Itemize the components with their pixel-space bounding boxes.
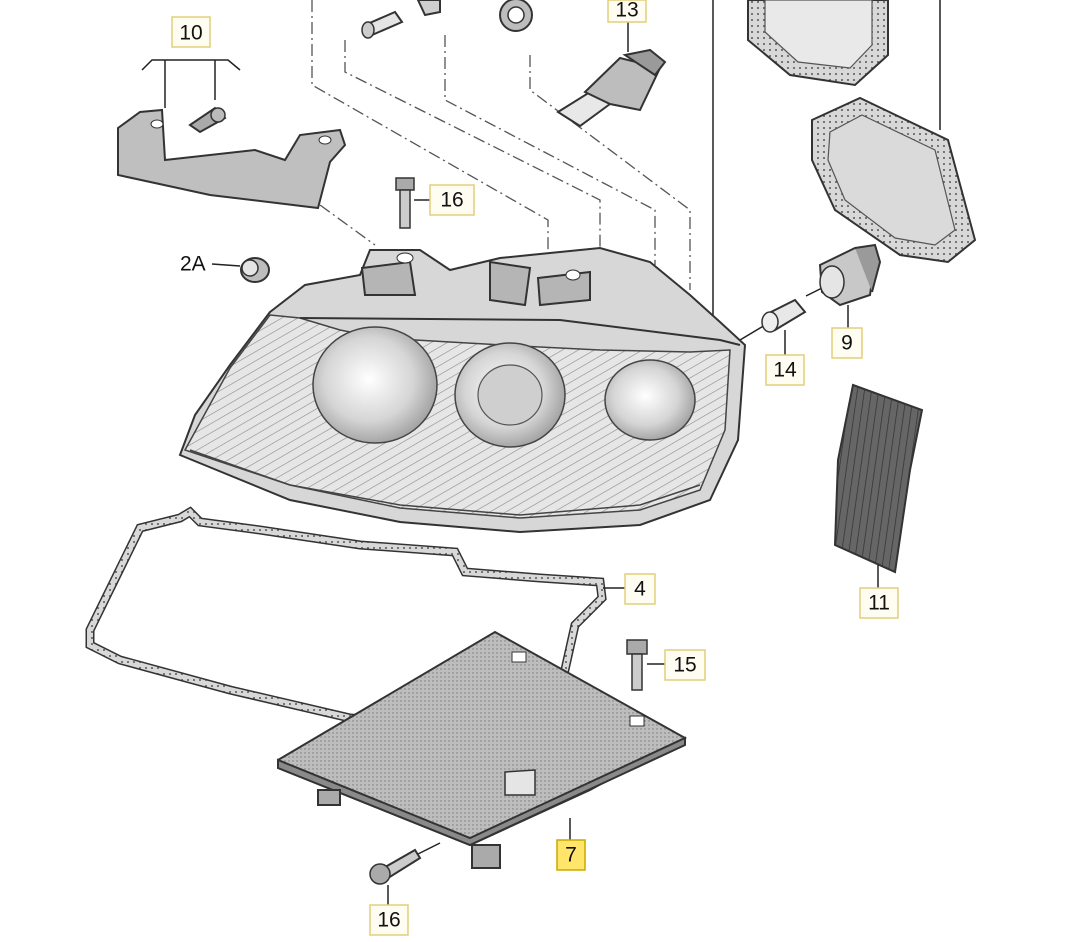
mounting-bracket [117, 106, 347, 210]
seal-gasket [85, 506, 607, 730]
cover-plate [277, 630, 688, 869]
trim-cover [833, 383, 924, 574]
svg-text:14: 14 [773, 359, 797, 382]
callout-9: 9 [831, 327, 863, 359]
halogen-bulb [556, 48, 667, 128]
bolt-top [395, 177, 415, 229]
top-bulbs [361, 0, 533, 39]
svg-text:10: 10 [179, 22, 202, 45]
bolt-15 [626, 639, 648, 691]
callout-4: 4 [624, 573, 656, 605]
grommet [240, 257, 270, 283]
svg-text:13: 13 [615, 0, 638, 22]
assembly-lines [311, 0, 941, 859]
callout-13: 13 [607, 0, 647, 23]
housing-cover-top-right [747, 0, 889, 87]
svg-text:2A: 2A [180, 253, 206, 276]
bracket-brace [141, 59, 241, 71]
svg-text:7: 7 [565, 844, 577, 867]
svg-text:15: 15 [673, 654, 696, 677]
callout-11: 11 [859, 587, 899, 619]
callout-14: 14 [765, 354, 805, 386]
svg-text:16: 16 [377, 909, 400, 932]
bolt-bottom [369, 848, 422, 885]
headlight-assembly [178, 246, 747, 534]
bulb-socket [818, 243, 882, 307]
callout-16-top: 16 [429, 184, 475, 216]
small-bulb [761, 298, 807, 333]
callout-15: 15 [664, 649, 706, 681]
svg-text:16: 16 [440, 189, 463, 212]
callout-2a: 2A [180, 253, 206, 276]
svg-text:4: 4 [634, 578, 646, 601]
svg-text:11: 11 [868, 592, 890, 615]
gasket-cover-right [811, 96, 977, 264]
callout-10: 10 [171, 16, 211, 48]
callout-7: 7 [556, 839, 586, 871]
callout-16-bottom: 16 [369, 904, 409, 936]
svg-text:9: 9 [841, 332, 853, 355]
